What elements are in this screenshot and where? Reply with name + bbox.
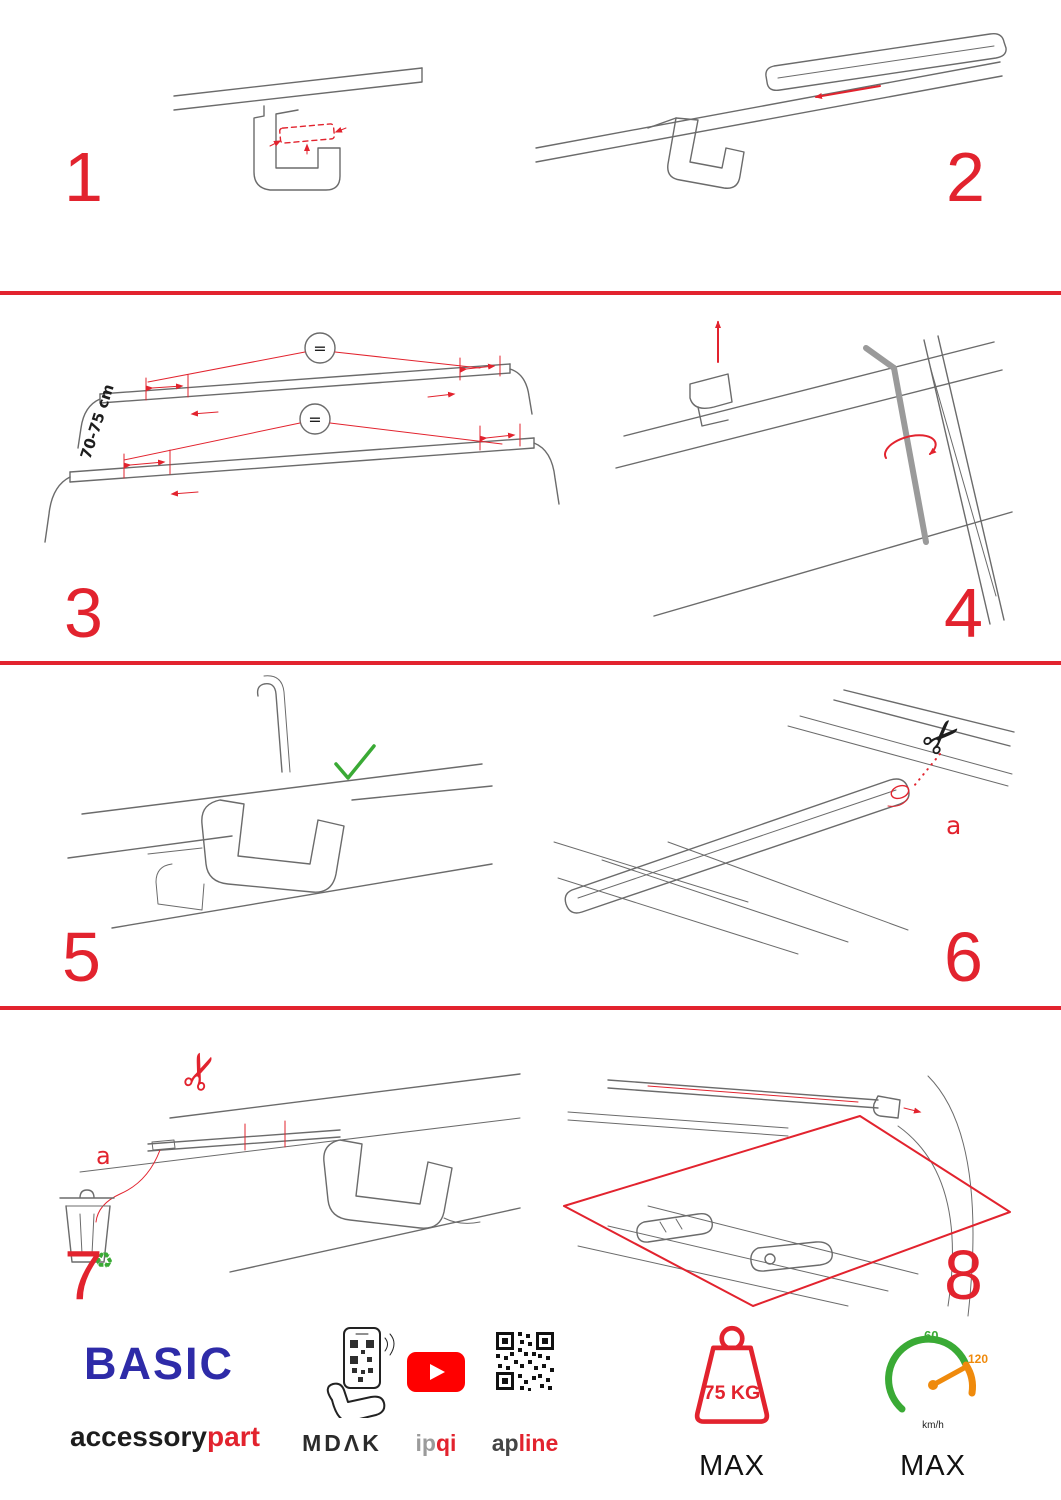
weight-max-label: MAX: [699, 1450, 765, 1482]
mdak-logo: MDΛK: [302, 1430, 382, 1456]
ipqi-logo: ipqi: [402, 1430, 470, 1457]
trash-bin-icon: [59, 1189, 115, 1199]
brand-part-text: part: [207, 1421, 260, 1452]
step-1-illustration: [168, 52, 428, 242]
section-divider-1: [0, 291, 1061, 295]
step-8-drawing: [563, 1075, 1011, 1317]
ipqi-red-text: qi: [436, 1430, 457, 1456]
checkmark-icon: [334, 744, 376, 780]
speedometer-icon: 60 120 km/h: [878, 1326, 988, 1438]
qr-code-icon: [494, 1330, 556, 1392]
ipqi-gray-text: ip: [415, 1430, 436, 1456]
step-2-drawing: [535, 32, 1007, 189]
apline-red-text: line: [518, 1430, 559, 1456]
apline-dark-text: ap: [491, 1430, 519, 1456]
equal-spacing-badge-bottom: [299, 403, 331, 435]
step-8-illustration: [548, 1016, 1023, 1321]
equal-sign-top: =: [313, 339, 326, 358]
step-7-drawing: ✂ a ♻: [59, 1043, 521, 1274]
section-divider-3: [0, 1006, 1061, 1010]
max-weight-icon: 75 KG: [676, 1320, 788, 1442]
step-1-drawing: [173, 67, 423, 191]
step-1-number: 1: [64, 138, 103, 216]
step-8-number: 8: [944, 1236, 983, 1314]
apline-logo: apline: [484, 1430, 566, 1457]
scan-qr-phone-icon: [316, 1326, 398, 1418]
step-4-drawing: [615, 320, 1013, 625]
step-4-illustration: [594, 306, 1014, 636]
step-6-drawing: ✂ a: [553, 689, 1015, 955]
fitting-pad-highlight: [279, 123, 336, 144]
tighten-rotation-arrow: [884, 434, 937, 459]
step-7-illustration: ✂ a ♻: [40, 1022, 530, 1277]
speed-high-tick: 120: [968, 1352, 988, 1366]
cut-line: [913, 753, 941, 787]
step-5-illustration: [52, 668, 512, 938]
step-5-drawing: [67, 675, 493, 929]
allen-key-icon: [863, 345, 897, 371]
scissors-icon: ✂: [909, 704, 974, 769]
step-3-illustration: = = 70-75 cm: [28, 302, 568, 572]
step-3-drawing: = = 70-75 cm: [44, 332, 560, 543]
recycle-icon: ♻: [94, 1249, 114, 1274]
step-6-illustration: ✂ a: [548, 682, 1018, 962]
strip-end-highlight: [890, 784, 910, 800]
cut-piece-label: a: [96, 1142, 111, 1170]
mount-area-outline: [563, 1115, 1011, 1307]
brand-accessory-text: accessory: [70, 1421, 208, 1452]
section-divider-2: [0, 661, 1061, 665]
cut-point-label: a: [946, 811, 961, 840]
slide-direction-arrow: [814, 85, 881, 99]
red-scissors-icon: ✂: [168, 1043, 234, 1100]
youtube-icon: [407, 1352, 465, 1392]
step-6-number: 6: [944, 918, 983, 996]
step-2-illustration: [528, 22, 1018, 212]
equal-sign-bottom: =: [308, 410, 321, 429]
step-3-number: 3: [64, 574, 103, 652]
brand-logo-accessorypart: accessorypart: [70, 1421, 260, 1453]
step-2-number: 2: [946, 138, 985, 216]
equal-spacing-badge-top: [304, 332, 336, 364]
brand-logo-basic: BASIC: [84, 1338, 235, 1389]
weight-limit-value: 75 KG: [704, 1382, 761, 1404]
step-5-number: 5: [62, 918, 101, 996]
speed-low-tick: 60: [924, 1328, 938, 1343]
speed-max-label: MAX: [900, 1450, 966, 1482]
discard-curve: [95, 1149, 161, 1223]
step-4-number: 4: [944, 574, 983, 652]
speed-unit-label: km/h: [922, 1420, 944, 1431]
step-7-number: 7: [64, 1236, 103, 1314]
